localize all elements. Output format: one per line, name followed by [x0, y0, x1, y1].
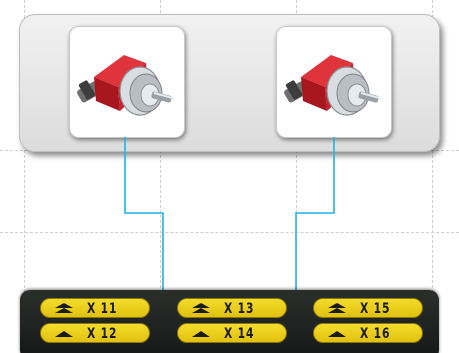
terminal-strip: X 11 X 13 X 15 X 12 X 14 [20, 290, 439, 353]
grid-line [432, 0, 433, 353]
wire-left [124, 137, 164, 296]
single-arrow-up-icon [328, 331, 346, 337]
single-arrow-up-icon [192, 331, 210, 337]
terminal-label: X 13 [224, 301, 255, 317]
terminal-x12[interactable]: X 12 [40, 323, 150, 343]
terminal-label: X 12 [87, 326, 118, 342]
grid-line [24, 0, 25, 353]
terminal-x11[interactable]: X 11 [40, 298, 150, 318]
wire-right [295, 137, 335, 296]
rotary-encoder-icon [77, 55, 174, 116]
grid-line [160, 0, 161, 353]
encoder-card-left[interactable] [69, 26, 185, 138]
single-arrow-up-icon [55, 331, 73, 337]
terminal-label: X 16 [360, 326, 391, 342]
terminal-x14[interactable]: X 14 [177, 323, 287, 343]
double-arrow-up-icon [55, 303, 73, 313]
terminal-label: X 14 [224, 326, 255, 342]
encoder-card-right[interactable] [276, 26, 392, 138]
terminal-label: X 15 [360, 301, 391, 317]
terminal-label: X 11 [87, 301, 118, 317]
grid-line [0, 232, 459, 233]
terminal-x15[interactable]: X 15 [313, 298, 423, 318]
rotary-encoder-icon [284, 55, 381, 116]
terminal-x13[interactable]: X 13 [177, 298, 287, 318]
double-arrow-up-icon [192, 303, 210, 313]
terminal-x16[interactable]: X 16 [313, 323, 423, 343]
grid-line [296, 0, 297, 353]
double-arrow-up-icon [328, 303, 346, 313]
